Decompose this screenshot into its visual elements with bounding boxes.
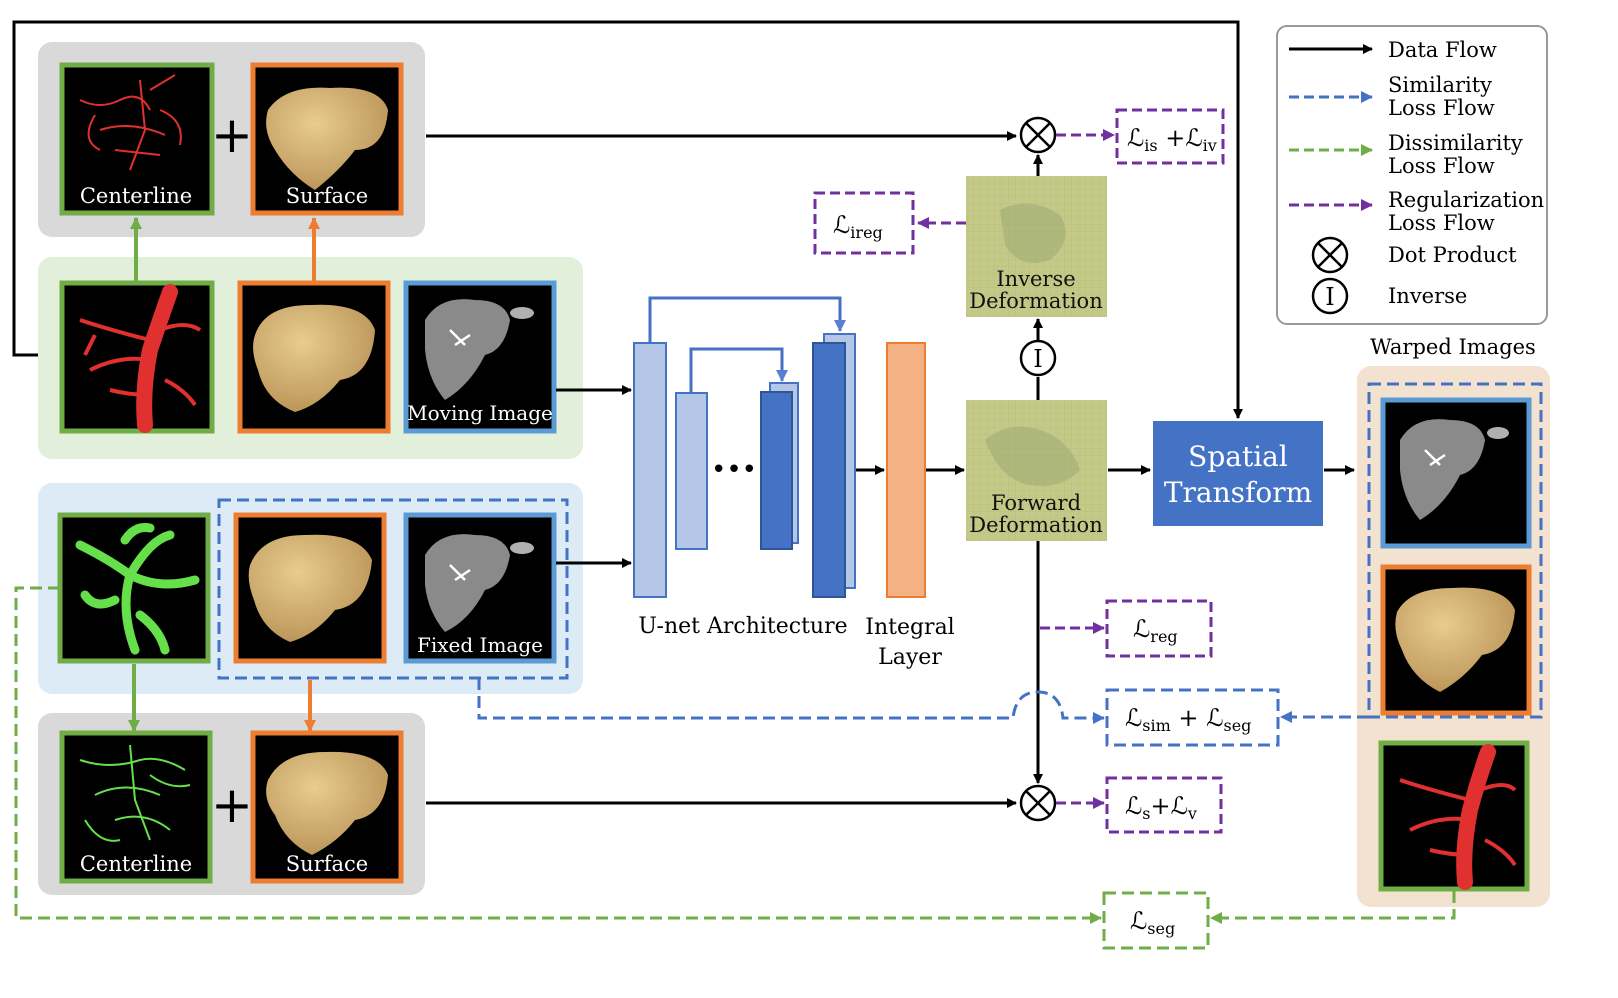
inverse-operator-symbol: I: [1033, 345, 1042, 373]
inverse-label-line1: Inverse: [996, 267, 1075, 291]
loss-reg-box: [1105, 599, 1213, 658]
integral-label-line1: Integral: [865, 615, 954, 640]
unet-architecture: •••: [633, 296, 856, 598]
inverse-operator-icon: [1019, 339, 1057, 377]
legend-dot-product: Dot Product: [1388, 243, 1517, 267]
legend-dot-product-icon: [1311, 236, 1349, 274]
fixed-image-label: Fixed Image: [417, 633, 543, 657]
legend-dissimilarity-1: Dissimilarity: [1388, 131, 1523, 155]
fixed-centerline-label: Centerline: [80, 852, 192, 876]
legend-inverse: Inverse: [1388, 284, 1467, 308]
spatial-label-line1: Spatial: [1188, 440, 1288, 473]
fixed-vessel-to-lseg-path: [14, 586, 1102, 924]
legend: Data Flow Similarity Loss Flow Dissimila…: [1276, 25, 1548, 325]
unet-label: U-net Architecture: [638, 614, 847, 639]
loss-seg-box: [1102, 891, 1210, 950]
moving-plus-sign: +: [211, 106, 253, 164]
fixed-liver-tile: [233, 512, 387, 664]
top-dot-product-icon: [1019, 116, 1057, 154]
legend-regularization-1: Regularization: [1388, 188, 1544, 212]
legend-inverse-icon: [1311, 277, 1349, 315]
moving-image-label: Moving Image: [407, 401, 553, 425]
legend-data-flow: Data Flow: [1388, 38, 1497, 62]
legend-similarity-1: Similarity: [1388, 73, 1492, 97]
fixed-surface-label: Surface: [286, 852, 368, 876]
loss-is-iv-label: ℒis +ℒiv: [1127, 124, 1217, 155]
loss-ireg-box: [813, 191, 915, 255]
loss-is-iv-box: [1115, 108, 1225, 165]
inverse-label-line2: Deformation: [969, 289, 1102, 313]
warped-surface-tile: [1380, 564, 1532, 716]
legend-dissimilarity-2: Loss Flow: [1388, 154, 1495, 178]
fixed-image-tile: Fixed Image: [403, 512, 557, 664]
spatial-transform-block: [1153, 421, 1323, 526]
loss-sim-seg-label: ℒsim + ℒseg: [1125, 704, 1251, 735]
moving-image-tile: Moving Image: [403, 280, 557, 434]
legend-inverse-symbol: I: [1325, 283, 1334, 311]
fixed-centerline-tile: Centerline: [59, 730, 213, 884]
bottom-dot-product-icon: [1019, 784, 1057, 822]
loss-sim-seg-box: [1105, 688, 1280, 747]
top-loop-line: [12, 20, 1243, 419]
fixed-to-lsim-path: [477, 678, 1105, 724]
moving-surface-tile: Surface: [250, 62, 404, 216]
fixed-vessel-tile: [57, 512, 211, 664]
loss-s-v-box: [1105, 776, 1223, 834]
moving-centerline-tile: Centerline: [59, 62, 215, 216]
unet-ellipsis: •••: [711, 455, 757, 485]
spatial-label-line2: Transform: [1164, 476, 1312, 509]
loss-seg-label: ℒseg: [1130, 907, 1175, 938]
moving-liver-tile: [237, 280, 391, 434]
forward-label-line1: Forward: [991, 491, 1081, 515]
legend-similarity-2: Loss Flow: [1388, 96, 1495, 120]
moving-centerline-label: Centerline: [80, 184, 192, 208]
fixed-similarity-box: [217, 498, 569, 680]
warped-images-title: Warped Images: [1370, 335, 1536, 359]
warped-image-tile: [1380, 397, 1532, 549]
forward-deformation-tile: Forward Deformation: [966, 400, 1107, 541]
loss-reg-label: ℒreg: [1133, 615, 1178, 646]
moving-vessel-tile: [59, 280, 215, 434]
forward-label-line2: Deformation: [969, 513, 1102, 537]
integral-layer-block: [886, 342, 926, 598]
fixed-plus-sign: +: [211, 776, 253, 834]
inverse-deformation-tile: Inverse Deformation: [966, 176, 1107, 317]
loss-ireg-label: ℒireg: [833, 211, 883, 242]
warped-vessel-to-lseg-path: [1210, 891, 1456, 924]
fixed-surface-tile: Surface: [250, 730, 404, 884]
warped-vessel-tile: [1378, 740, 1530, 892]
loss-s-v-label: ℒs+ℒv: [1125, 792, 1197, 823]
moving-surface-label: Surface: [286, 184, 368, 208]
integral-label-line2: Layer: [878, 645, 942, 670]
legend-regularization-2: Loss Flow: [1388, 211, 1495, 235]
